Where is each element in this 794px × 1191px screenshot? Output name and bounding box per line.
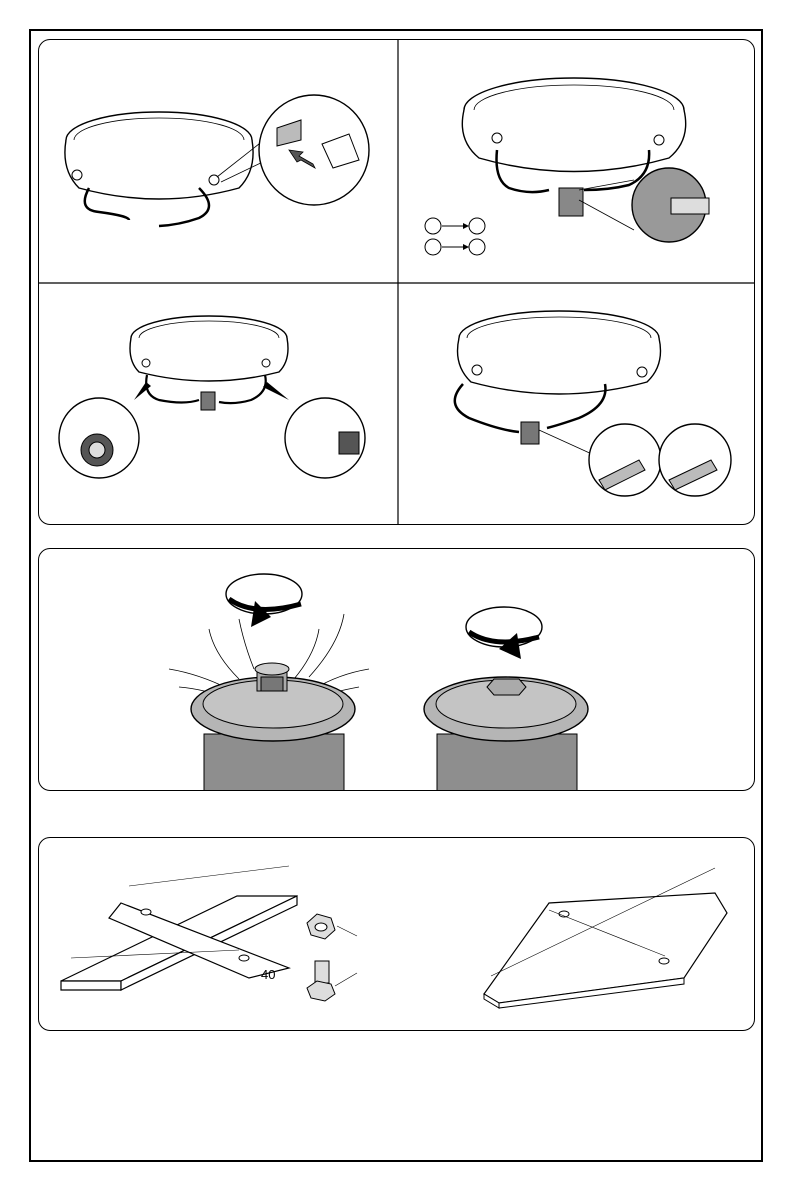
step-3-illustration xyxy=(59,316,365,478)
step-4-illustration xyxy=(455,311,731,496)
bolt-icon xyxy=(307,961,335,1001)
cross-board-illustration: 40 xyxy=(61,866,297,990)
filter-housing-open xyxy=(191,663,355,791)
base-board-panel: 40 xyxy=(38,837,755,1031)
sequence-icons xyxy=(425,218,485,255)
nut-icon xyxy=(307,914,335,939)
filter-lid-panel xyxy=(38,548,755,791)
hose-connection-panel xyxy=(38,39,755,525)
rotate-clockwise-icon xyxy=(226,574,302,627)
step-2-illustration xyxy=(425,78,709,255)
octagon-board-illustration xyxy=(484,868,727,1008)
board-width-label: 40 xyxy=(261,967,275,982)
step-1-illustration xyxy=(65,95,369,226)
filter-housing-closed xyxy=(424,677,588,791)
rotate-counterclockwise-icon xyxy=(466,607,542,659)
